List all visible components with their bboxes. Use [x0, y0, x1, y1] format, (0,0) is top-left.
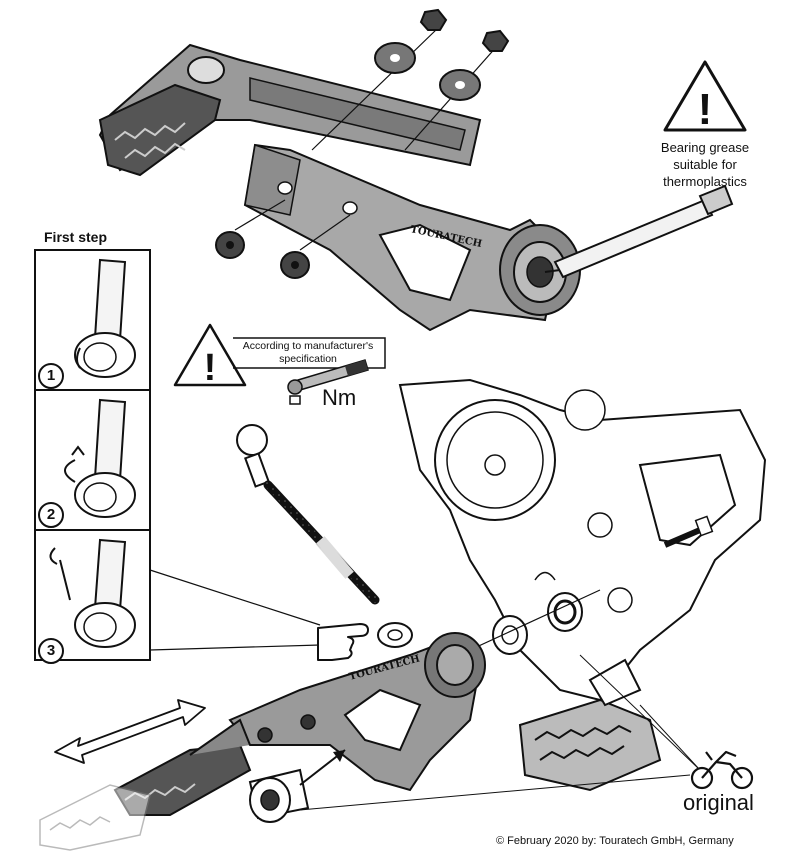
original-footpeg: [518, 658, 662, 792]
torque-unit-label: Nm: [322, 385, 357, 410]
step-1-number: 1: [38, 363, 64, 389]
top-fasteners: [215, 8, 510, 279]
motorcycle-icon: [690, 750, 754, 790]
top-footpeg-arm: [98, 43, 482, 177]
grease-tube-icon: [544, 184, 734, 279]
motorcycle-frame: [398, 378, 767, 702]
bottom-adapter-plate: [228, 632, 486, 792]
bolt-right: [280, 214, 351, 279]
bolt-left: [215, 199, 286, 259]
nut-left: [419, 8, 448, 31]
warning-mark-torque: !: [204, 347, 217, 389]
pointing-hand-icon: [317, 623, 369, 661]
step-2-number: 2: [38, 502, 64, 528]
bushing-insert: [248, 749, 346, 823]
first-step-panels: [34, 249, 151, 661]
adjustment-arrow-icon: [54, 699, 206, 764]
copyright-footer: © February 2020 by: Touratech GmbH, Germ…: [496, 835, 734, 847]
ghost-footpeg: [39, 784, 151, 851]
warning-mark-grease: !: [698, 85, 713, 134]
step-3-number: 3: [38, 638, 64, 664]
shift-linkage-rod: [236, 424, 413, 648]
warning-triangle-icon: !: [663, 60, 747, 134]
grease-note: Bearing grease suitable for thermoplasti…: [660, 140, 750, 189]
nut-right: [481, 29, 510, 52]
first-step-label: First step: [44, 229, 108, 245]
original-label: original: [683, 790, 754, 815]
torque-warning: !: [173, 323, 386, 389]
torque-note: According to manufacturer's specificatio…: [242, 340, 374, 365]
top-adapter-plate: [243, 143, 581, 332]
torque-wrench-icon: [287, 359, 369, 405]
